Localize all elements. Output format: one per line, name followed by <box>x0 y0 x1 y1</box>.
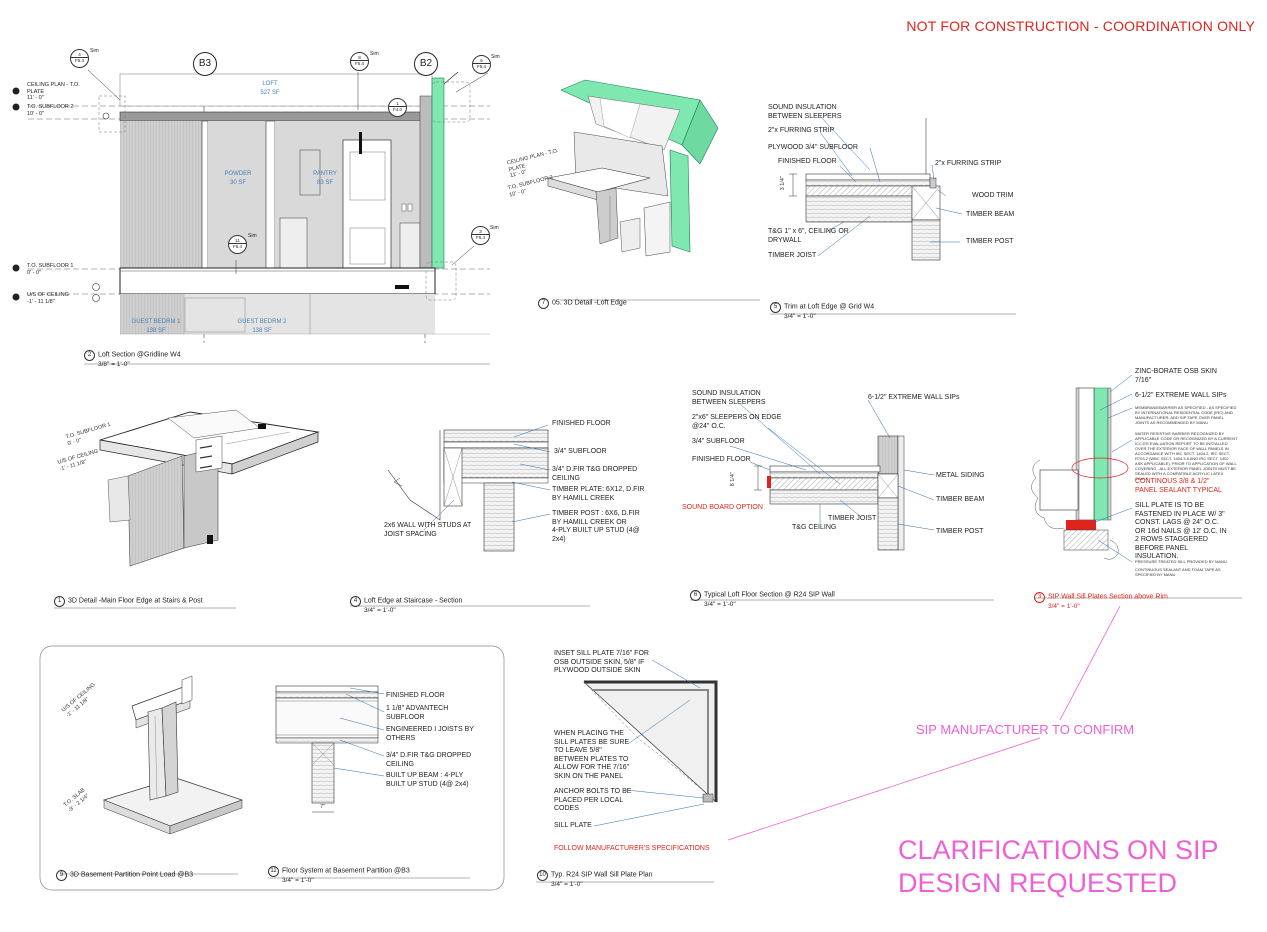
elevation-subfloor-1: T.O. SUBFLOOR 1 0' - 0" <box>27 263 74 276</box>
sip-sill-plate-section-drawing <box>1031 374 1242 599</box>
label-subfloor: 3/4" SUBFLOOR <box>554 448 607 455</box>
sim-note: Sim <box>491 54 500 60</box>
label-inset-sill-plate: INSET SILL PLATE 7/16" FOR OSB OUTSIDE S… <box>554 650 649 674</box>
sill-plate-plan-drawing <box>536 659 718 883</box>
main-floor-edge-3d-drawing <box>54 409 320 609</box>
label-finished-floor: FINISHED FLOOR <box>552 420 611 427</box>
staircase-loft-edge-drawing <box>350 424 590 607</box>
label-sound-board-option: SOUND BOARD OPTION <box>682 504 763 511</box>
label-timber-joist: TIMBER JOIST <box>768 252 817 259</box>
note-continuous-sealant: CONTINUOUS SEALANT AND FOAM TAPE AS SPEC… <box>1135 567 1221 577</box>
elevation-ceiling-plan: CEILING PLAN - T.O. PLATE 11' - 0" <box>27 82 80 101</box>
label-finished-floor: FINISHED FLOOR <box>386 692 445 699</box>
label-sound-insulation: SOUND INSULATION BETWEEN SLEEPERS <box>768 104 842 120</box>
elevation-subfloor-2: T.O. SUBFLOOR 2 10' - 0" <box>27 104 74 117</box>
label-2x6-wall: 2x6 WALL WITH STUDS AT JOIST SPACING <box>384 522 472 538</box>
sim-note: Sim <box>490 225 499 231</box>
label-dropped-ceiling: 3/4" D.FIR T&G DROPPED CEILING <box>552 466 638 482</box>
label-panel-sealant: CONTINOUS 3/8 & 1/2" PANEL SEALANT TYPIC… <box>1135 478 1222 494</box>
dimension-floor-depth: 8 1/4" <box>729 472 736 487</box>
sim-note: Sim <box>370 51 379 57</box>
label-sill-plate: SILL PLATE <box>554 822 592 829</box>
room-pantry: PANTRY 83 SF <box>313 171 337 186</box>
label-metal-siding: METAL SIDING <box>936 472 985 479</box>
label-extreme-wall-sips: 6-1/2" EXTREME WALL SIPs <box>1135 392 1227 399</box>
label-dropped-ceiling: 3/4" D.FIR T&G DROPPED CEILING <box>386 752 472 768</box>
sim-note: Sim <box>90 48 99 54</box>
room-guest-bedroom-1: GUEST BEDRM 1 138 SF <box>131 319 181 334</box>
dimension-beam-width: 7" <box>320 804 326 810</box>
label-advantech-subfloor: 1 1/8" ADVANTECH SUBFLOOR <box>386 705 449 721</box>
note-sill-plate-fastening: SILL PLATE IS TO BE FASTENED IN PLACE W/… <box>1135 502 1227 560</box>
note-water-resistive-barrier: WATER RESISTIVE BARRIER RECOGNIZED BY AP… <box>1135 431 1238 481</box>
note-anchor-bolts: ANCHOR BOLTS TO BE PLACED PER LOCAL CODE… <box>554 788 632 812</box>
elevation-us-ceiling: U/S OF CEILING -1' - 11 1/8" <box>27 292 69 305</box>
room-guest-bedroom-2: GUEST BEDRM 2 138 SF <box>237 319 287 334</box>
grid-bubble-b3: B3 <box>193 52 217 76</box>
label-timber-post: TIMBER POST : 6X6, D.FIR BY HAMILL CREEK… <box>552 510 640 543</box>
label-engineered-i-joists: ENGINEERED I JOISTS BY OTHERS <box>386 726 474 742</box>
loft-section-drawing <box>12 69 490 365</box>
markup-sip-confirm: SIP MANUFACTURER TO CONFIRM <box>916 722 1135 737</box>
note-membrane-barrier: MEMBRANE/BARRIER AS SPECIFIED - AS SPECI… <box>1135 405 1237 425</box>
dimension-floor-depth: 3 1/4" <box>779 176 786 191</box>
room-loft: LOFT 527 SF <box>260 81 280 96</box>
label-wood-trim: WOOD TRIM <box>972 192 1014 199</box>
sim-note: Sim <box>248 233 257 239</box>
markup-leaders <box>727 605 1121 841</box>
label-timber-post: TIMBER POST <box>966 238 1014 245</box>
label-finished-floor: FINISHED FLOOR <box>778 158 837 165</box>
coordination-notice: NOT FOR CONSTRUCTION - COORDINATION ONLY <box>906 18 1255 34</box>
label-timber-beam: TIMBER BEAM <box>936 496 985 503</box>
note-placing-sill-plates: WHEN PLACING THE SILL PLATES BE SURE TO … <box>554 730 630 780</box>
markup-clarifications: CLARIFICATIONS ON SIP DESIGN REQUESTED <box>898 835 1219 898</box>
basement-partition-3d-drawing <box>39 645 505 891</box>
label-finished-floor: FINISHED FLOOR <box>692 456 751 463</box>
label-timber-beam: TIMBER BEAM <box>966 211 1015 218</box>
label-subfloor: 3/4" SUBFLOOR <box>692 438 745 445</box>
note-pressure-treated-sill: PRESSURE TREATED SILL PROVIDED BY MANU <box>1135 559 1227 564</box>
label-plywood-subfloor: PLYWOOD 3/4" SUBFLOOR <box>768 144 858 151</box>
label-osb-skin: ZINC-BORATE OSB SKIN 7/16" <box>1135 368 1217 384</box>
label-tg-ceiling: T&G CEILING <box>792 524 837 531</box>
loft-edge-3d-drawing <box>547 79 760 301</box>
label-timber-plate: TIMBER PLATE: 6X12, D.FIR BY HAMILL CREE… <box>552 486 645 502</box>
label-sleepers: 2"x6" SLEEPERS ON EDGE @24" O.C. <box>692 414 782 430</box>
typical-loft-floor-drawing <box>690 399 994 601</box>
label-timber-joist: TIMBER JOIST <box>828 515 877 522</box>
label-extreme-wall-sips: 6-1/2" EXTREME WALL SIPs <box>868 394 960 401</box>
floor-system-drawing <box>268 685 470 879</box>
label-furring-strip: 2"x FURRING STRIP <box>768 127 835 134</box>
label-built-up-beam: BUILT UP BEAM : 4-PLY BUILT UP STUD (4@ … <box>386 772 469 788</box>
label-timber-post: TIMBER POST <box>936 528 984 535</box>
note-follow-manufacturer: FOLLOW MANUFACTURER'S SPECIFICATIONS <box>554 845 710 852</box>
label-furring-strip-2: 2"x FURRING STRIP <box>935 160 1002 167</box>
grid-bubble-b2: B2 <box>414 52 438 76</box>
trim-loft-edge-drawing <box>770 115 1016 315</box>
label-tg-ceiling: T&G 1" x 6", CEILING OR DRYWALL <box>768 228 849 244</box>
label-sound-insulation: SOUND INSULATION BETWEEN SLEEPERS <box>692 390 766 406</box>
room-powder: POWDER 30 SF <box>224 171 252 186</box>
